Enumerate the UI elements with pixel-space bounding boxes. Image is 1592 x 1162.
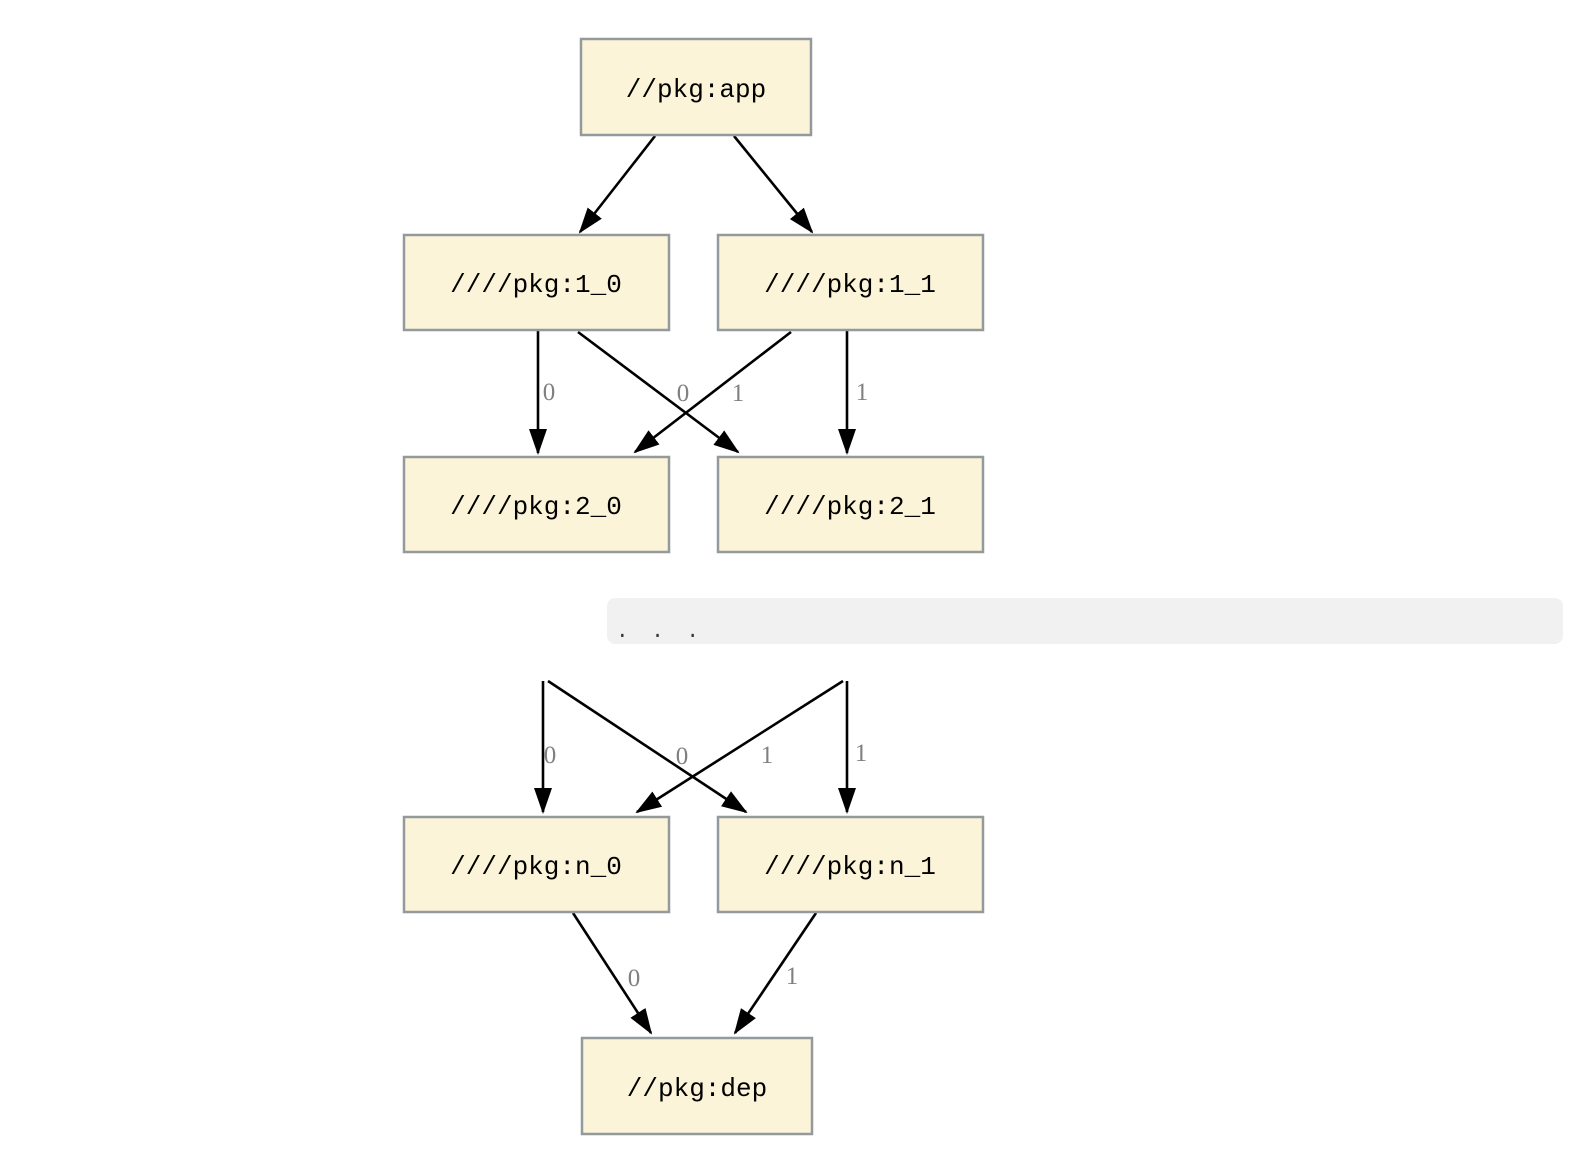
edge-ellipsis-to-n_0-cross (635, 679, 844, 814)
node-1_0-label: ////pkg:1_0 (450, 270, 622, 300)
edge-app-to-1_0 (578, 135, 657, 234)
node-1_1-label: ////pkg:1_1 (764, 270, 936, 300)
node-dep-box (580, 1036, 814, 1136)
edge-label-n_1-dep: 1 (786, 963, 799, 990)
ellipsis-band-background (607, 598, 1563, 644)
node-n_1-label: ////pkg:n_1 (764, 852, 936, 882)
edge-n_1-to-dep (733, 912, 818, 1035)
edge-1_0-to-2_1 (577, 330, 740, 454)
node-2_0-label: ////pkg:2_0 (450, 492, 622, 522)
edge-app-to-1_1 (732, 135, 814, 234)
node-2_0: ////pkg:2_0 (402, 455, 671, 554)
ellipsis-band: . . . (607, 598, 1563, 644)
edge-label-1_1-2_1: 1 (856, 379, 869, 406)
edge-label-ellipsis-n_0-cross: 0 (676, 743, 689, 770)
node-1_0: ////pkg:1_0 (402, 233, 671, 332)
node-1_1: ////pkg:1_1 (716, 233, 985, 332)
edge-label-1_1-2_0: 0 (677, 380, 690, 407)
edge-ellipsis-to-n_1-cross (547, 679, 748, 814)
node-app-box (579, 37, 813, 137)
node-2_1-box (716, 455, 985, 554)
node-dep: //pkg:dep (580, 1036, 814, 1136)
edge-label-n_0-dep: 0 (628, 965, 641, 992)
edges (529, 135, 856, 1035)
edge-label-ellipsis-n_1-right: 1 (855, 740, 868, 767)
node-n_0-label: ////pkg:n_0 (450, 852, 622, 882)
edge-label-ellipsis-n_1-cross: 1 (761, 742, 774, 769)
node-2_1-label: ////pkg:2_1 (764, 492, 936, 522)
node-app-label: //pkg:app (626, 75, 766, 105)
edge-labels: 0 0 1 1 0 0 1 1 0 1 (543, 379, 869, 992)
edge-label-1_0-2_1: 1 (732, 380, 745, 407)
node-1_1-box (716, 233, 985, 332)
node-2_0-box (402, 455, 671, 554)
ellipsis-dots: . . . (616, 621, 704, 644)
nodes: //pkg:app ////pkg:1_0 ////pkg:1_1 ////pk… (402, 37, 985, 1136)
node-n_1-box (716, 815, 985, 914)
node-2_1: ////pkg:2_1 (716, 455, 985, 554)
node-app: //pkg:app (579, 37, 813, 137)
node-n_0-box (402, 815, 671, 914)
node-n_1: ////pkg:n_1 (716, 815, 985, 914)
edge-1_1-to-2_0 (633, 330, 792, 454)
node-1_0-box (402, 233, 671, 332)
node-n_0: ////pkg:n_0 (402, 815, 671, 914)
edge-label-ellipsis-n_0-left: 0 (544, 742, 557, 769)
edge-label-1_0-2_0: 0 (543, 379, 556, 406)
node-dep-label: //pkg:dep (627, 1074, 767, 1104)
edge-n_0-to-dep (571, 912, 653, 1035)
